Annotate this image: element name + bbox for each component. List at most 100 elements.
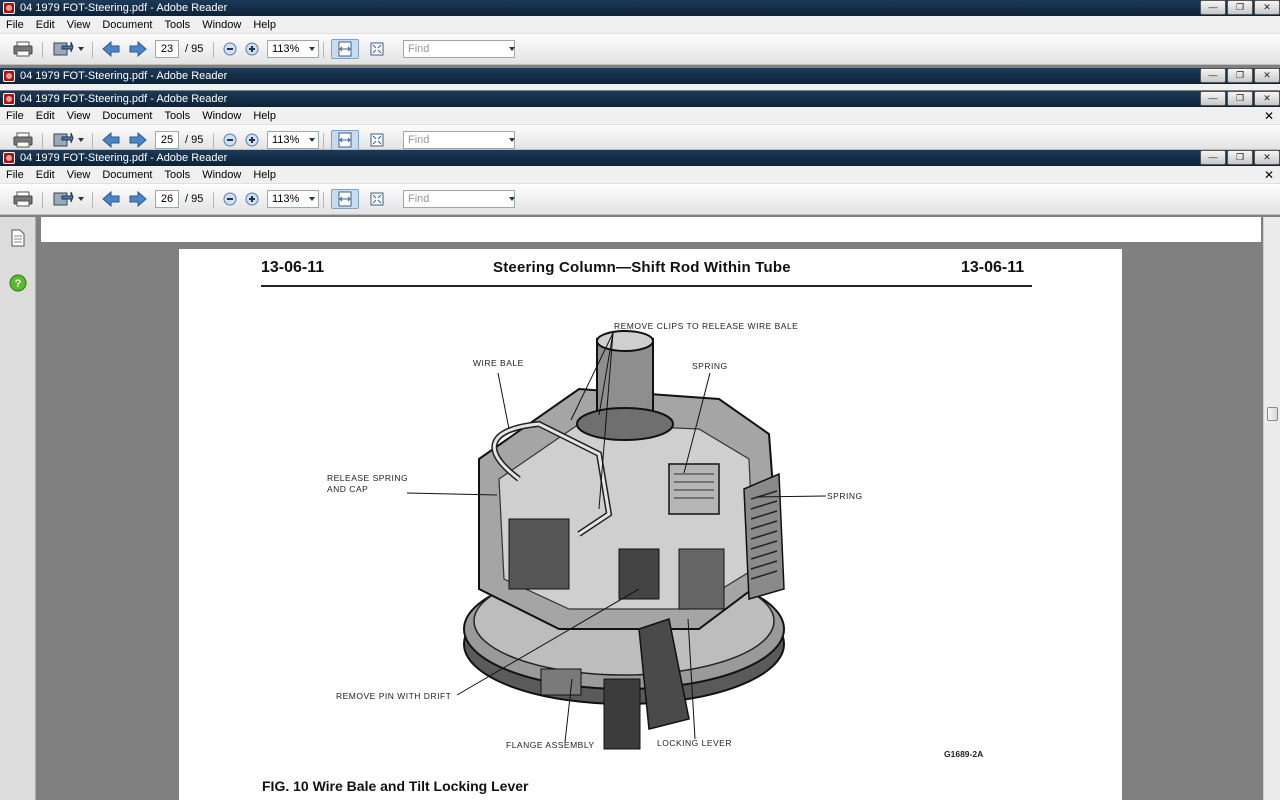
next-page-icon[interactable] <box>127 39 149 59</box>
prev-page-icon[interactable] <box>100 189 122 209</box>
menubar-1: File Edit View Document Tools Window Hel… <box>0 16 1280 34</box>
restore-button[interactable]: ❐ <box>1227 150 1253 165</box>
menu-window[interactable]: Window <box>202 168 242 181</box>
figure-caption: FIG. 10 Wire Bale and Tilt Locking Lever <box>262 778 529 794</box>
share-icon[interactable] <box>50 130 76 149</box>
menu-window[interactable]: Window <box>202 109 242 122</box>
page-title: Steering Column—Shift Rod Within Tube <box>493 259 791 276</box>
minimize-button[interactable]: — <box>1200 150 1226 165</box>
pdf-page: 13-06-11 Steering Column—Shift Rod Withi… <box>179 249 1122 800</box>
print-icon[interactable] <box>10 39 36 59</box>
print-icon[interactable] <box>10 189 36 209</box>
page-number-input[interactable]: 23 <box>155 40 179 58</box>
menu-edit[interactable]: Edit <box>35 18 55 31</box>
fit-width-icon[interactable] <box>364 189 390 209</box>
share-icon[interactable] <box>50 189 76 209</box>
close-button[interactable]: ✕ <box>1254 91 1280 106</box>
menu-view[interactable]: View <box>66 109 91 122</box>
share-icon[interactable] <box>50 39 76 59</box>
menu-edit[interactable]: Edit <box>35 168 55 181</box>
zoom-in-icon[interactable] <box>243 130 261 149</box>
zoom-out-icon[interactable] <box>221 189 239 209</box>
menu-edit[interactable]: Edit <box>35 109 55 122</box>
minimize-button[interactable]: — <box>1200 68 1226 83</box>
zoom-input[interactable]: 113% <box>267 190 319 208</box>
zoom-input[interactable]: 113% <box>267 131 319 149</box>
window-title: 04 1979 FOT-Steering.pdf - Adobe Reader <box>20 152 228 164</box>
document-close-icon[interactable]: ✕ <box>1263 167 1274 182</box>
adobe-reader-icon <box>3 152 15 164</box>
print-icon[interactable] <box>10 130 36 149</box>
toolbar-1: 23 / 95 113% Find <box>0 34 1280 65</box>
window-titlebar-1[interactable]: 04 1979 FOT-Steering.pdf - Adobe Reader … <box>0 0 1280 16</box>
window-titlebar-4[interactable]: 04 1979 FOT-Steering.pdf - Adobe Reader … <box>0 150 1280 166</box>
menu-file[interactable]: File <box>6 168 24 181</box>
close-button[interactable]: ✕ <box>1254 0 1280 15</box>
window-title: 04 1979 FOT-Steering.pdf - Adobe Reader <box>20 70 228 82</box>
menu-view[interactable]: View <box>66 18 91 31</box>
close-button[interactable]: ✕ <box>1254 150 1280 165</box>
find-input[interactable]: Find <box>403 190 515 208</box>
zoom-in-icon[interactable] <box>243 39 261 59</box>
next-page-icon[interactable] <box>127 130 149 149</box>
menu-tools[interactable]: Tools <box>164 18 191 31</box>
help-icon[interactable]: ? <box>9 274 27 295</box>
prev-page-icon[interactable] <box>100 39 122 59</box>
page-number-input[interactable]: 26 <box>155 190 179 208</box>
fit-page-icon[interactable] <box>331 189 359 209</box>
figure-code: G1689-2A <box>944 749 984 759</box>
minimize-button[interactable]: — <box>1200 91 1226 106</box>
adobe-reader-icon <box>3 70 15 82</box>
page-total: / 95 <box>185 193 204 205</box>
zoom-out-icon[interactable] <box>221 39 239 59</box>
fit-width-icon[interactable] <box>364 39 390 59</box>
adobe-reader-icon <box>3 2 15 14</box>
restore-button[interactable]: ❐ <box>1227 91 1253 106</box>
find-input[interactable]: Find <box>403 131 515 149</box>
restore-button[interactable]: ❐ <box>1227 0 1253 15</box>
menu-window[interactable]: Window <box>202 18 242 31</box>
menu-document[interactable]: Document <box>102 109 153 122</box>
scrollbar-thumb[interactable] <box>1267 407 1278 421</box>
menu-document[interactable]: Document <box>102 18 153 31</box>
close-button[interactable]: ✕ <box>1254 68 1280 83</box>
svg-text:?: ? <box>15 278 22 290</box>
page-total: / 95 <box>185 134 204 146</box>
menu-file[interactable]: File <box>6 18 24 31</box>
label-remove-clips: REMOVE CLIPS TO RELEASE WIRE BALE <box>614 321 799 331</box>
window-titlebar-2[interactable]: 04 1979 FOT-Steering.pdf - Adobe Reader … <box>0 68 1280 84</box>
pages-panel-icon[interactable] <box>10 229 26 250</box>
label-spring-top: SPRING <box>692 361 728 371</box>
toolbar-3: 25 / 95 113% Find <box>0 125 1280 150</box>
zoom-input[interactable]: 113% <box>267 40 319 58</box>
zoom-in-icon[interactable] <box>243 189 261 209</box>
document-viewport[interactable]: 13-06-11 Steering Column—Shift Rod Withi… <box>37 217 1263 800</box>
menu-tools[interactable]: Tools <box>164 109 191 122</box>
minimize-button[interactable]: — <box>1200 0 1226 15</box>
vertical-scrollbar[interactable] <box>1263 217 1280 800</box>
menu-document[interactable]: Document <box>102 168 153 181</box>
window-title: 04 1979 FOT-Steering.pdf - Adobe Reader <box>20 93 228 105</box>
next-page-icon[interactable] <box>127 189 149 209</box>
menu-help[interactable]: Help <box>253 109 276 122</box>
fit-width-icon[interactable] <box>364 130 390 149</box>
steering-column-illustration <box>406 330 827 750</box>
menu-view[interactable]: View <box>66 168 91 181</box>
page-total: / 95 <box>185 43 204 55</box>
prev-page-icon[interactable] <box>100 130 122 149</box>
menu-help[interactable]: Help <box>253 168 276 181</box>
label-locking-lever: LOCKING LEVER <box>657 738 732 748</box>
document-close-icon[interactable]: ✕ <box>1263 108 1274 123</box>
restore-button[interactable]: ❐ <box>1227 68 1253 83</box>
page-number-input[interactable]: 25 <box>155 131 179 149</box>
menu-tools[interactable]: Tools <box>164 168 191 181</box>
menu-help[interactable]: Help <box>253 18 276 31</box>
fit-page-icon[interactable] <box>331 130 359 149</box>
menubar-3: File Edit View Document Tools Window Hel… <box>0 107 1280 125</box>
find-input[interactable]: Find <box>403 40 515 58</box>
fit-page-icon[interactable] <box>331 39 359 59</box>
zoom-out-icon[interactable] <box>221 130 239 149</box>
label-release-spring: RELEASE SPRING <box>327 473 409 483</box>
menu-file[interactable]: File <box>6 109 24 122</box>
window-titlebar-3[interactable]: 04 1979 FOT-Steering.pdf - Adobe Reader … <box>0 91 1280 107</box>
